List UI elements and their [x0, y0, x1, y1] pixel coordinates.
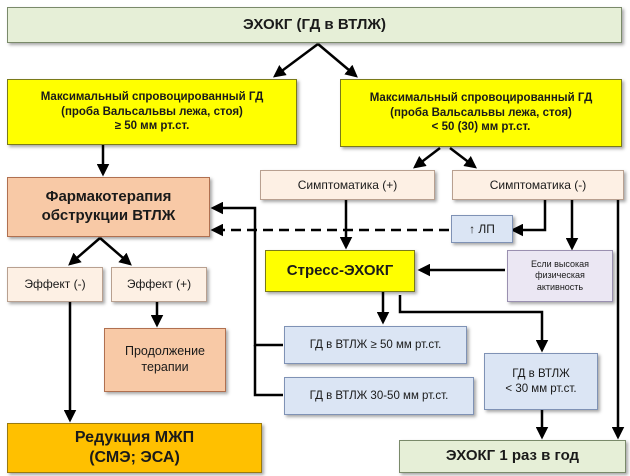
node-high-activity-label: Если высокая физическая активность	[530, 259, 590, 292]
node-effect-minus-label: Эффект (-)	[24, 277, 86, 291]
node-lp: ↑ ЛП	[451, 215, 513, 243]
arrow-pharma-to-effect-plus	[99, 237, 132, 266]
node-lp-label: ↑ ЛП	[469, 221, 495, 236]
node-symptom-minus-label: Симптоматика (-)	[489, 177, 587, 192]
node-symptom-plus: Симптоматика (+)	[260, 170, 435, 200]
node-septal-reduction: Редукция МЖП (СМЭ; ЭСА)	[7, 423, 262, 473]
node-yearly-echo: ЭХОКГ 1 раз в год	[399, 440, 626, 473]
node-pharmacotherapy-label: Фармакотерапия обструкции ВТЛЖ	[41, 188, 176, 224]
node-septal-reduction-label: Редукция МЖП (СМЭ; ЭСА)	[74, 429, 195, 466]
arrow-right-to-symptom-minus	[449, 147, 477, 169]
arrow-top-to-left	[272, 42, 319, 78]
node-yearly-echo-label: ЭХОКГ 1 раз в год	[445, 447, 580, 465]
node-symptom-plus-label: Симптоматика (+)	[297, 177, 398, 192]
node-effect-plus: Эффект (+)	[111, 267, 207, 302]
node-high-activity: Если высокая физическая активность	[507, 250, 613, 302]
node-stress-echo-label: Стресс-ЭХОКГ	[286, 261, 394, 279]
node-gd-lt-30-label: ГД в ВТЛЖ < 30 мм рт.ст.	[505, 368, 577, 395]
arrow-right-to-symptom-plus	[413, 147, 441, 169]
node-continue-therapy: Продолжение терапии	[104, 328, 226, 392]
node-gd-low-label: Максимальный спровоцированный ГД (проба …	[369, 92, 593, 134]
arrow-gd50-to-pharma	[210, 201, 283, 347]
node-echo-top-label: ЭХОКГ (ГД в ВТЛЖ)	[243, 15, 386, 33]
arrow-pharma-to-effect-minus	[68, 237, 101, 266]
arrow-top-to-right	[317, 43, 358, 78]
line-gd3050-to-feedback	[253, 345, 283, 397]
node-gd-ge-50: ГД в ВТЛЖ ≥ 50 мм рт.ст.	[284, 326, 467, 364]
node-gd-high: Максимальный спровоцированный ГД (проба …	[7, 79, 297, 145]
node-pharmacotherapy: Фармакотерапия обструкции ВТЛЖ	[7, 177, 210, 237]
node-echo-top: ЭХОКГ (ГД в ВТЛЖ)	[7, 7, 622, 43]
node-gd-low: Максимальный спровоцированный ГД (проба …	[340, 79, 622, 147]
node-effect-plus-label: Эффект (+)	[126, 277, 192, 291]
node-stress-echo: Стресс-ЭХОКГ	[265, 250, 415, 292]
node-gd-30-50-label: ГД в ВТЛЖ 30-50 мм рт.ст.	[309, 389, 449, 402]
node-symptom-minus: Симптоматика (-)	[452, 170, 624, 200]
node-continue-therapy-label: Продолжение терапии	[124, 344, 206, 374]
node-gd-lt-30: ГД в ВТЛЖ < 30 мм рт.ст.	[484, 353, 598, 410]
arrow-stress-to-gd30	[398, 295, 549, 353]
node-gd-high-label: Максимальный спровоцированный ГД (проба …	[40, 91, 264, 133]
arrow-symptom-minus-to-lp	[510, 199, 547, 237]
node-gd-30-50: ГД в ВТЛЖ 30-50 мм рт.ст.	[284, 377, 474, 415]
node-effect-minus: Эффект (-)	[7, 267, 103, 302]
node-gd-ge-50-label: ГД в ВТЛЖ ≥ 50 мм рт.ст.	[309, 338, 442, 351]
